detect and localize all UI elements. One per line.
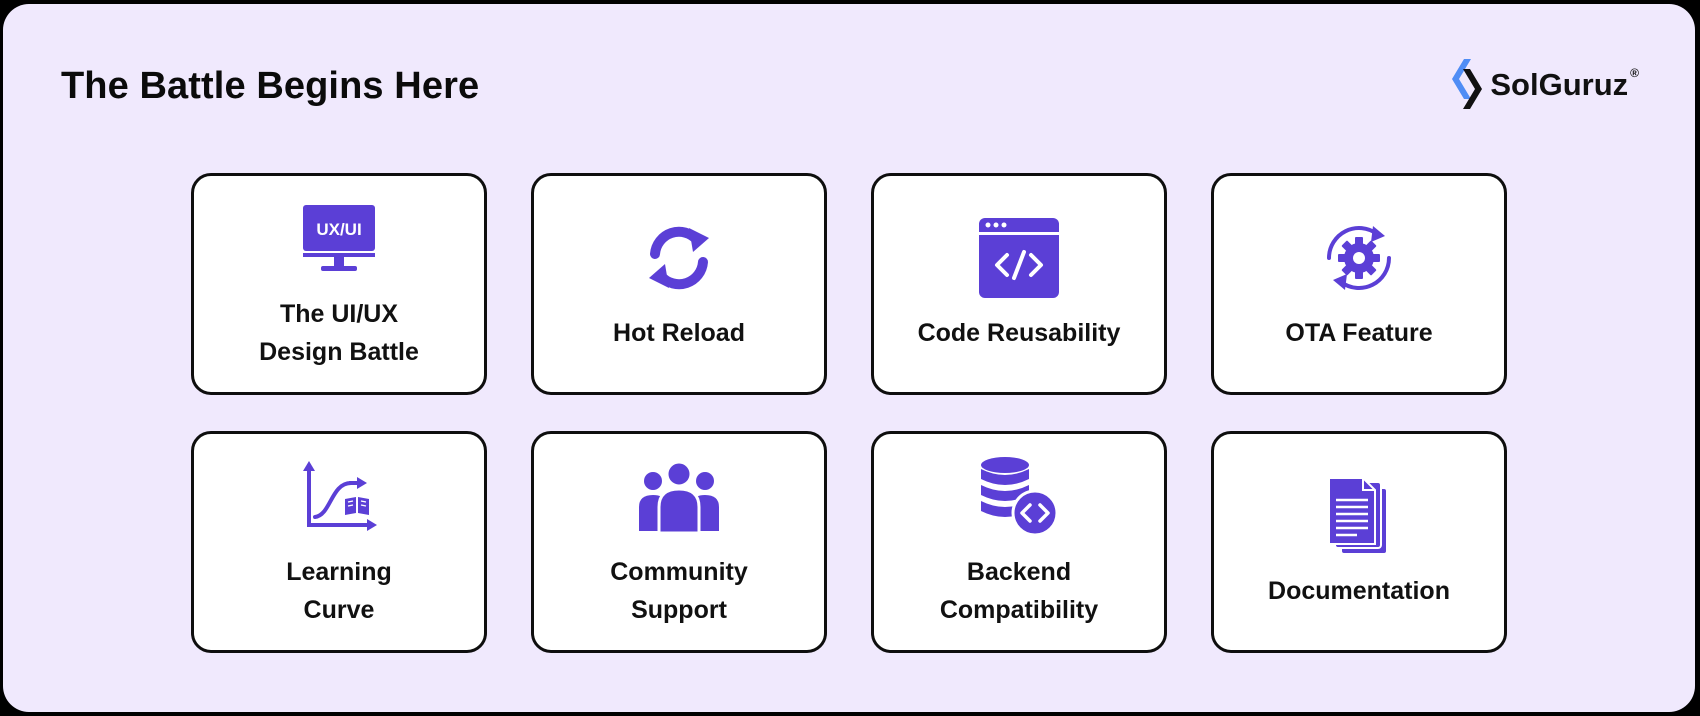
database-code-icon (977, 455, 1061, 539)
feature-card-ui-ux: UX/UI The UI/UX Design Battle (191, 173, 487, 395)
ux-ui-monitor-icon: UX/UI (297, 197, 381, 281)
brand-registered-mark: ® (1630, 66, 1639, 80)
ux-ui-icon-text: UX/UI (316, 220, 361, 239)
feature-card-community-support: Community Support (531, 431, 827, 653)
feature-card-backend-compatibility: Backend Compatibility (871, 431, 1167, 653)
card-label: Backend Compatibility (939, 558, 1099, 624)
feature-card-documentation: Documentation (1211, 431, 1507, 653)
brand-logo: SolGuruz ® (1450, 56, 1639, 112)
card-label: Code Reusability (917, 319, 1121, 347)
solguruz-logo-icon (1452, 59, 1483, 109)
card-label: OTA Feature (1285, 319, 1433, 347)
feature-card-learning-curve: Learning Curve (191, 431, 487, 653)
brand-name: SolGuruz (1490, 66, 1629, 102)
learning-curve-icon (297, 455, 381, 539)
gear-sync-icon (1317, 216, 1401, 300)
infographic-canvas: The Battle Begins Here SolGuruz ® UX/UI … (3, 4, 1695, 712)
documents-icon (1317, 474, 1401, 558)
card-label: The UI/UX Design Battle (259, 300, 419, 366)
card-label: Community Support (610, 558, 748, 624)
page-title: The Battle Begins Here (61, 65, 480, 107)
feature-card-code-reusability: Code Reusability (871, 173, 1167, 395)
card-label: Learning Curve (286, 558, 392, 624)
card-label: Hot Reload (613, 319, 745, 347)
community-people-icon (637, 455, 721, 539)
card-label: Documentation (1268, 577, 1450, 605)
feature-card-ota: OTA Feature (1211, 173, 1507, 395)
refresh-icon (637, 216, 721, 300)
feature-grid: UX/UI The UI/UX Design Battle Hot Reload (191, 173, 1507, 653)
code-window-icon (977, 216, 1061, 300)
feature-card-hot-reload: Hot Reload (531, 173, 827, 395)
